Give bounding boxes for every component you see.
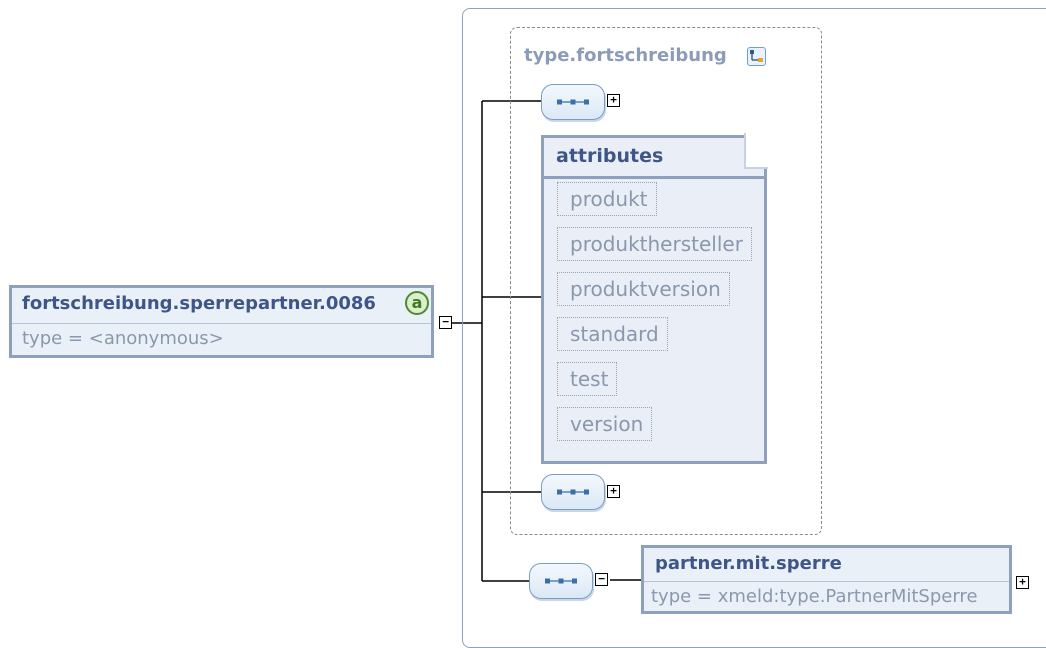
complex-type-name: type.fortschreibung <box>524 45 727 66</box>
complex-type-box <box>510 27 822 535</box>
child-element-name: partner.mit.sperre <box>655 553 842 574</box>
child-element-type: type = xmeld:type.PartnerMitSperre <box>651 586 978 607</box>
complex-type-icon[interactable] <box>747 47 766 66</box>
child-element-expand-toggle[interactable]: + <box>1016 576 1029 589</box>
sequence-3-collapse-toggle[interactable]: − <box>595 573 608 586</box>
child-element-box[interactable] <box>641 545 1012 614</box>
attribute-item[interactable]: produkthersteller <box>557 227 752 261</box>
root-element-name: fortschreibung.sperrepartner.0086 <box>22 293 376 314</box>
sequence-compositor-1[interactable] <box>541 84 605 120</box>
attribute-item[interactable]: test <box>557 362 618 396</box>
attribute-item[interactable]: version <box>557 407 653 441</box>
sequence-compositor-2[interactable] <box>541 474 605 510</box>
attributes-group-corner <box>744 133 768 169</box>
sequence-icon <box>557 99 589 105</box>
attribute-item[interactable]: standard <box>557 317 668 351</box>
attribute-badge-icon: a <box>405 291 429 315</box>
sequence-icon <box>557 489 589 495</box>
attribute-item[interactable]: produktversion <box>557 272 730 306</box>
sequence-2-expand-toggle[interactable]: + <box>607 485 620 498</box>
attributes-group-title: attributes <box>556 145 664 167</box>
attributes-header-divider <box>544 176 764 179</box>
root-element-box[interactable] <box>9 285 434 358</box>
child-element-divider <box>644 581 1009 582</box>
root-collapse-toggle[interactable]: − <box>439 316 452 329</box>
root-element-type: type = <anonymous> <box>22 328 224 349</box>
attribute-item[interactable]: produkt <box>557 182 657 216</box>
root-element-divider <box>12 323 431 324</box>
sequence-1-expand-toggle[interactable]: + <box>607 94 620 107</box>
connector-lines <box>452 100 641 582</box>
sequence-compositor-3[interactable] <box>529 563 593 599</box>
sequence-icon <box>545 578 577 584</box>
